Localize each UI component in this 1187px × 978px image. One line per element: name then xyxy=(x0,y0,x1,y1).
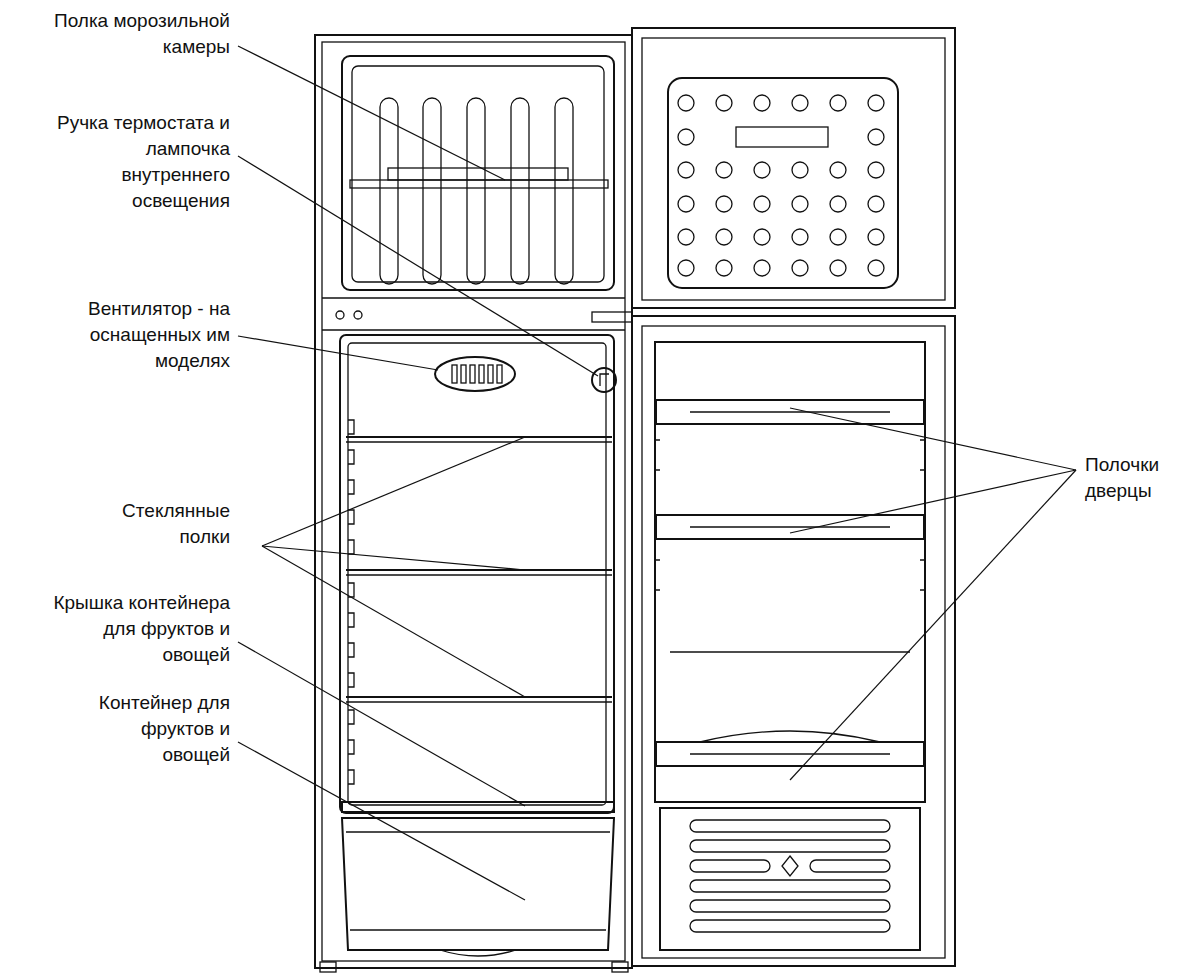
fridge-door-liner xyxy=(655,342,925,802)
part-label: Полка морозильной камеры xyxy=(15,8,230,60)
part-label: Вентилятор - на оснащенных им моделях xyxy=(65,296,230,374)
leader-line xyxy=(238,46,505,180)
separator-band xyxy=(322,297,625,298)
freezer-shelf xyxy=(350,180,608,188)
hinge xyxy=(592,312,632,322)
leader-line xyxy=(790,408,1076,470)
leader-line xyxy=(262,437,525,546)
fridge-liner xyxy=(348,343,606,805)
vent-slots xyxy=(690,820,890,932)
foot xyxy=(612,962,628,972)
part-label: Стеклянные полки xyxy=(105,498,230,550)
separator-band xyxy=(322,329,625,330)
fan-bars xyxy=(452,365,502,383)
freezer-slot xyxy=(555,98,573,284)
leader-line xyxy=(790,470,1076,533)
freezer-door-gasket xyxy=(642,38,945,300)
fridge-compartment xyxy=(340,335,614,813)
glass-shelf xyxy=(346,436,612,438)
leader-line xyxy=(238,156,598,376)
freezer-slot xyxy=(511,98,529,284)
glass-shelf xyxy=(346,441,612,442)
freezer-slot xyxy=(380,98,398,284)
leader-line xyxy=(238,642,525,806)
screw xyxy=(354,311,362,319)
crisper-handle xyxy=(440,950,516,956)
leader-line xyxy=(238,336,438,370)
fan-grille xyxy=(435,357,515,391)
freezer-slot xyxy=(467,98,485,284)
leader-line xyxy=(238,742,525,900)
crisper-rim xyxy=(346,831,610,832)
glass-shelf xyxy=(346,569,612,571)
glass-shelf xyxy=(346,574,612,575)
leader-line xyxy=(262,546,525,697)
crisper-drawer xyxy=(342,818,614,950)
freezer-compartment xyxy=(342,56,614,290)
glass-shelf xyxy=(346,701,612,702)
door-dimples xyxy=(678,95,884,276)
part-label: Крышка контейнера для фруктов и овощей xyxy=(52,590,230,668)
cabinet-outline xyxy=(315,35,632,968)
thermostat-mark xyxy=(600,374,609,386)
leader-lines xyxy=(238,46,1076,900)
door-rib xyxy=(670,651,910,652)
door-ribs xyxy=(656,440,924,590)
door-shelf xyxy=(656,400,924,766)
crisper-lid xyxy=(342,802,614,812)
part-label: Полочки дверцы xyxy=(1085,452,1185,504)
leader-line xyxy=(262,546,525,570)
cabinet-inner-edge xyxy=(322,42,625,961)
fridge-door xyxy=(632,316,955,966)
door-bottom-panel xyxy=(660,808,920,950)
thermostat-knob xyxy=(592,368,616,392)
freezer-shelf-tray xyxy=(388,168,568,180)
crisper-rim xyxy=(350,929,606,930)
fridge-door-gasket xyxy=(642,326,945,958)
foot xyxy=(320,962,336,972)
screw xyxy=(336,311,344,319)
freezer-door xyxy=(632,28,955,308)
shelf-supports xyxy=(348,420,354,784)
freezer-slot xyxy=(423,98,441,284)
glass-shelf xyxy=(346,696,612,698)
leader-line xyxy=(790,470,1076,780)
part-label: Ручка термостата и лампочка внутреннего … xyxy=(52,110,230,214)
freezer-door-panel xyxy=(668,78,898,288)
part-label: Контейнер для фруктов и овощей xyxy=(80,690,230,768)
